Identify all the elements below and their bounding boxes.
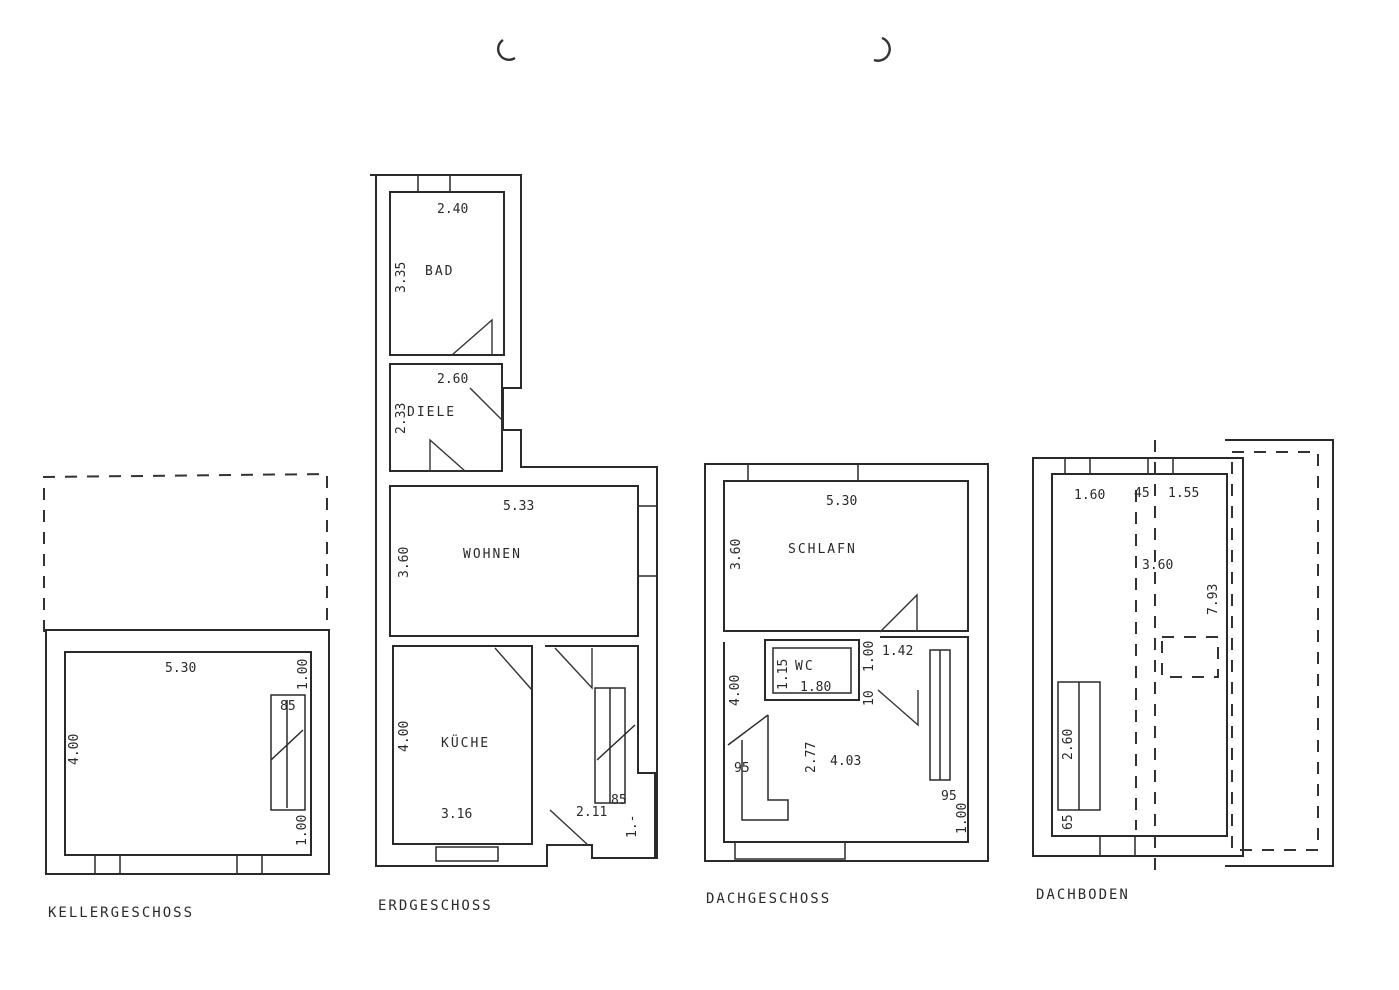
eg-dim-bad-h: 3.35 (394, 262, 409, 293)
db-extension-dashed (1231, 451, 1319, 851)
eg-door-entry (549, 809, 590, 846)
keller-dim-top-right: 1.00 (296, 659, 311, 690)
eg-window-bad (417, 174, 451, 193)
keller-window-1 (94, 854, 121, 875)
dg-dim-room2-d: 2.77 (804, 742, 819, 773)
keller-outer-wall (45, 629, 330, 875)
eg-floor-label: ERDGESCHOSS (378, 898, 493, 914)
db-window-right (1147, 457, 1174, 475)
eg-label-bad: BAD (425, 264, 454, 279)
db-dim-mid: 45 (1134, 486, 1150, 501)
eg-dim-wohnen-w: 5.33 (503, 499, 534, 514)
eg-dim-kueche-w: 3.16 (441, 807, 472, 822)
db-dim-right: 1.55 (1168, 486, 1199, 501)
dg-room-wc-outer (764, 639, 860, 701)
db-dim-depth: 3.60 (1142, 558, 1173, 573)
dg-stair-left (741, 715, 789, 821)
db-hatch (1161, 636, 1219, 678)
eg-label-kueche: KÜCHE (441, 734, 490, 751)
eg-label-wohnen: WOHNEN (463, 547, 522, 562)
keller-dim-bottom-right: 1.00 (295, 815, 310, 846)
db-extension-outer (1225, 439, 1334, 867)
db-dim-left: 1.60 (1074, 488, 1105, 503)
keller-dashed-outline (43, 472, 328, 632)
eg-dim-kueche-h: 4.00 (397, 721, 412, 752)
eg-dim-stair: 85 (611, 793, 627, 808)
keller-stair (270, 694, 306, 811)
eg-stair-arrow (596, 724, 636, 761)
dg-window-lower (734, 841, 846, 860)
dg-room-lower (723, 636, 969, 843)
eg-window-kueche (435, 846, 499, 862)
eg-room-kueche (392, 645, 533, 845)
keller-dim-width: 5.30 (165, 661, 196, 676)
plan-erdgeschoss: 2.40 3.35 BAD 2.60 2.33 DIELE 5.33 3.60 … (370, 174, 658, 914)
dg-label-schlafen: SCHLAFN (788, 542, 857, 557)
db-dim-stair: 2.60 (1061, 729, 1076, 760)
dg-dim-bottom-right: 1.00 (955, 803, 970, 834)
plan-dachgeschoss: 5.30 3.60 SCHLAFN 1.15 WC 1.80 1.42 1.00… (704, 463, 989, 907)
dg-label-wc: WC (795, 659, 815, 674)
keller-dim-stair: 85 (280, 699, 296, 714)
eg-door-wohnen (429, 438, 467, 472)
dg-dim-flur-h: 1.00 (862, 641, 877, 672)
dg-dim-schlafen-w: 5.30 (826, 494, 857, 509)
plan-dachboden: 1.60 45 1.55 3.60 7.93 2.60 65 DACHBODEN (1032, 439, 1334, 903)
db-floor-label: DACHBODEN (1036, 887, 1130, 903)
dg-floor-label: DACHGESCHOSS (706, 891, 831, 907)
punch-hole-right (873, 36, 891, 62)
db-inner-wall (1051, 473, 1228, 837)
eg-dim-diele-h: 2.33 (394, 403, 409, 434)
eg-dim-small: 1.- (625, 815, 640, 838)
punch-holes (496, 36, 891, 62)
dg-stair (929, 649, 951, 781)
db-outer-wall (1032, 457, 1244, 857)
dg-dim-left-95: 95 (734, 761, 750, 776)
eg-door-stair (554, 647, 593, 690)
db-dim-total: 7.93 (1206, 584, 1221, 615)
dg-dim-right-95: 95 (941, 789, 957, 804)
eg-dim-wohnen-h: 3.60 (397, 547, 412, 578)
dg-dim-room2-w: 4.03 (830, 754, 861, 769)
dg-dim-schlafen-h: 3.60 (729, 539, 744, 570)
eg-door-diele (469, 387, 503, 436)
eg-label-diele: DIELE (407, 405, 456, 420)
eg-dim-flur: 2.11 (576, 805, 607, 820)
dg-dim-room2-h: 4.00 (728, 675, 743, 706)
eg-door-kueche (494, 647, 533, 691)
eg-door-bad (451, 318, 493, 356)
punch-hole-left (496, 39, 516, 61)
keller-floor-label: KELLERGESCHOSS (48, 905, 194, 921)
keller-stair-arrow (270, 729, 304, 761)
db-dim-stair-b: 65 (1061, 814, 1076, 830)
db-window-bottom (1099, 835, 1136, 857)
eg-flur-wall (545, 645, 656, 858)
eg-dim-diele-w: 2.60 (437, 372, 468, 387)
dg-window-schlafen (747, 463, 859, 482)
dg-door-wc (877, 689, 919, 727)
eg-dim-bad-w: 2.40 (437, 202, 468, 217)
dg-door-schlafen (879, 593, 918, 633)
db-window-left (1064, 457, 1091, 475)
dg-room-wc-inner (772, 647, 852, 694)
keller-inner-wall (64, 651, 312, 856)
eg-window-wohnen (637, 505, 658, 577)
dg-dim-small: 10 (862, 690, 877, 706)
dg-dim-wc-h: 1.15 (776, 659, 791, 690)
dg-stair-left-arrow (727, 714, 769, 746)
keller-dim-depth: 4.00 (67, 734, 82, 765)
plan-kellergeschoss: 5.30 4.00 1.00 85 1.00 KELLERGESCHOSS (43, 472, 330, 921)
eg-outer-wall (370, 174, 658, 867)
dg-dim-wc-w: 1.80 (800, 680, 831, 695)
dg-dim-flur-w: 1.42 (882, 644, 913, 659)
keller-window-2 (236, 854, 263, 875)
